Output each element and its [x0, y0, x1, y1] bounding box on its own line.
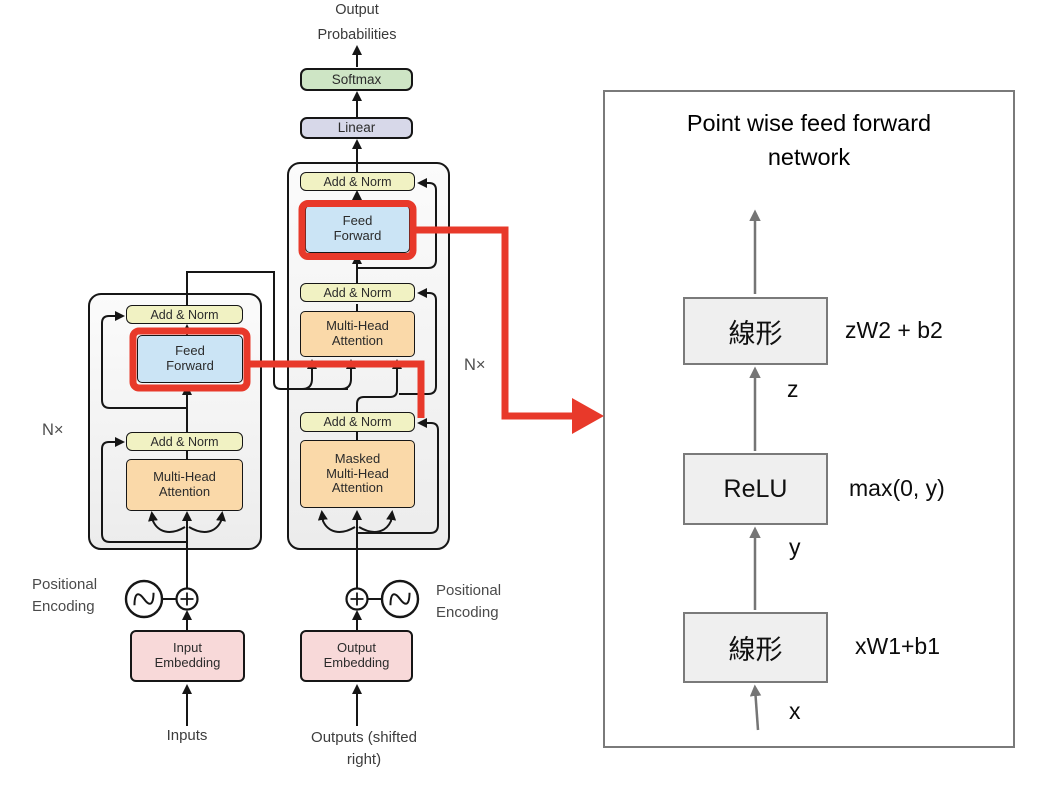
masked-multi-head-attention-box: Masked Multi-Head Attention: [300, 440, 415, 508]
softmax-label: Softmax: [331, 71, 382, 87]
feed-forward-label: Feed Forward: [166, 343, 214, 373]
outputs-label: Outputs (shifted right): [311, 729, 417, 768]
linear-layer-top-label: 線形: [728, 318, 783, 349]
output-probabilities-label: Output Probabilities: [317, 2, 397, 43]
encoder-add-norm-2: Add & Norm: [126, 432, 243, 451]
input-embedding-box: Input Embedding: [130, 630, 245, 682]
var-label-z: z: [787, 376, 799, 402]
linear-label: Linear: [337, 120, 376, 136]
positional-encoding-label-left: Positional Encoding: [32, 576, 98, 615]
var-label-y: y: [789, 534, 801, 560]
linear-layer-bottom-label: 線形: [728, 635, 783, 665]
add-norm-label: Add & Norm: [323, 285, 392, 300]
add-norm-label: Add & Norm: [150, 434, 219, 449]
add-norm-label: Add & Norm: [323, 415, 392, 429]
n-times-label-right: N×: [464, 356, 486, 374]
decoder-feed-forward-box: Feed Forward: [305, 205, 410, 253]
linear-layer-box-bottom: 線形: [683, 612, 828, 683]
formula-zw2b2: zW2 + b2: [845, 317, 943, 343]
positional-encoding-glyph-right: [345, 579, 420, 619]
add-norm-label: Add & Norm: [150, 307, 219, 322]
encoder-feed-forward-box: Feed Forward: [137, 335, 243, 383]
masked-multi-head-attention-label: Masked Multi-Head Attention: [326, 451, 389, 496]
multi-head-attention-label: Multi-Head Attention: [326, 318, 389, 348]
decoder-multi-head-attention-box: Multi-Head Attention: [300, 311, 415, 357]
decoder-add-norm-2: Add & Norm: [300, 283, 415, 302]
add-norm-label: Add & Norm: [323, 174, 392, 189]
output-embedding-label: Output Embedding: [323, 640, 390, 670]
formula-max0y: max(0, y): [849, 475, 945, 501]
decoder-wires: [317, 45, 439, 726]
formula-xw1b1: xW1+b1: [855, 633, 941, 659]
feed-forward-label: Feed Forward: [333, 213, 382, 243]
var-label-x: x: [789, 698, 801, 724]
multi-head-attention-label: Multi-Head Attention: [153, 469, 216, 499]
decoder-add-norm-3: Add & Norm: [300, 412, 415, 432]
relu-label: ReLU: [723, 474, 788, 503]
inputs-label: Inputs: [166, 727, 208, 744]
relu-box: ReLU: [683, 453, 828, 525]
linear-box: Linear: [300, 117, 413, 139]
positional-encoding-glyph-left: [124, 579, 199, 619]
softmax-box: Softmax: [300, 68, 413, 91]
pointwise-ffn-panel: [603, 90, 1015, 748]
panel-arrows: [749, 209, 762, 731]
encoder-multi-head-attention-box: Multi-Head Attention: [126, 459, 243, 511]
encoder-add-norm-1: Add & Norm: [126, 305, 243, 324]
input-embedding-label: Input Embedding: [154, 640, 221, 670]
decoder-add-norm-1: Add & Norm: [300, 172, 415, 191]
n-times-label-left: N×: [42, 421, 64, 439]
panel-title: Point wise feed forward network: [686, 110, 932, 171]
output-embedding-box: Output Embedding: [300, 630, 413, 682]
positional-encoding-label-right: Positional Encoding: [436, 582, 502, 621]
linear-layer-box-top: 線形: [683, 297, 828, 365]
